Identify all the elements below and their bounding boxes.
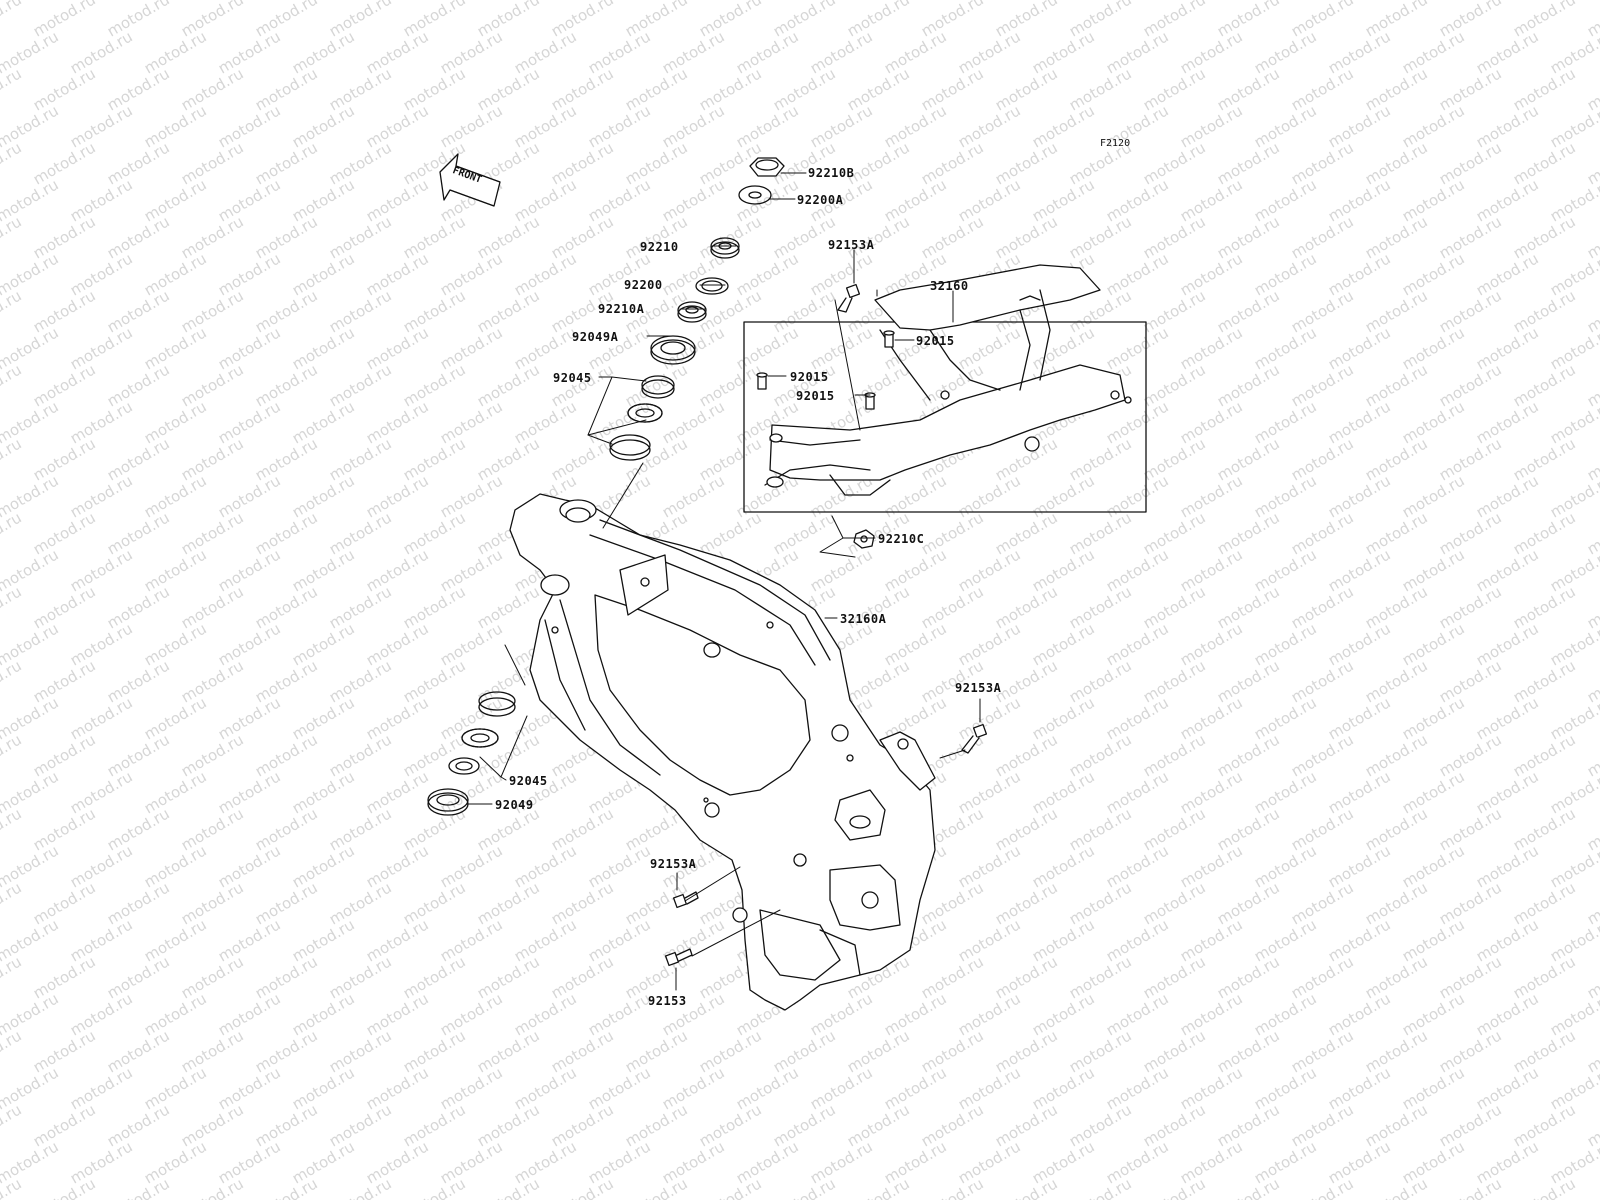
bolt-92153A-top-icon (837, 283, 861, 313)
nut-92210C-icon (853, 529, 875, 549)
part-label-92049A[interactable]: 92049A (572, 330, 619, 344)
front-arrow-icon (439, 153, 501, 207)
part-label-92210[interactable]: 92210 (640, 240, 679, 254)
part-label-92045-top[interactable]: 92045 (553, 371, 592, 385)
part-label-92153A-left[interactable]: 92153A (650, 857, 697, 871)
part-label-32160[interactable]: 32160 (930, 279, 969, 293)
bearing-lower-icon (427, 691, 516, 816)
part-label-92015-b[interactable]: 92015 (790, 370, 829, 384)
collar-a-icon (883, 330, 895, 348)
leader-lines (466, 172, 981, 991)
bolt-92153-icon (664, 948, 693, 967)
dust-seal-icon (650, 335, 696, 365)
part-label-92210B[interactable]: 92210B (808, 166, 855, 180)
part-label-32160A[interactable]: 32160A (840, 612, 887, 626)
part-label-92153[interactable]: 92153 (648, 994, 687, 1008)
stem-nut-icon (749, 157, 785, 177)
part-label-92200[interactable]: 92200 (624, 278, 663, 292)
part-label-92015-c[interactable]: 92015 (796, 389, 835, 403)
bearing-upper-icon (609, 375, 675, 461)
lock-nut-icon (710, 237, 740, 259)
adjust-nut-icon (677, 301, 707, 323)
bolt-92153A-left-icon (672, 891, 699, 909)
bolt-92153A-right-icon (961, 723, 988, 754)
part-label-92210A[interactable]: 92210A (598, 302, 645, 316)
part-label-92015-a[interactable]: 92015 (916, 334, 955, 348)
part-label-92210C[interactable]: 92210C (878, 532, 925, 546)
subframe-icon (764, 264, 1132, 496)
part-label-92049[interactable]: 92049 (495, 798, 534, 812)
part-label-92045-bottom[interactable]: 92045 (509, 774, 548, 788)
part-label-92153A-right[interactable]: 92153A (955, 681, 1002, 695)
figure-code: F2120 (1100, 138, 1131, 149)
washer-icon (738, 185, 772, 205)
main-frame-icon (509, 493, 936, 1011)
lock-washer-icon (695, 277, 729, 295)
part-label-92200A[interactable]: 92200A (797, 193, 844, 207)
collar-b-icon (756, 372, 768, 390)
part-label-92153A-top[interactable]: 92153A (828, 238, 875, 252)
